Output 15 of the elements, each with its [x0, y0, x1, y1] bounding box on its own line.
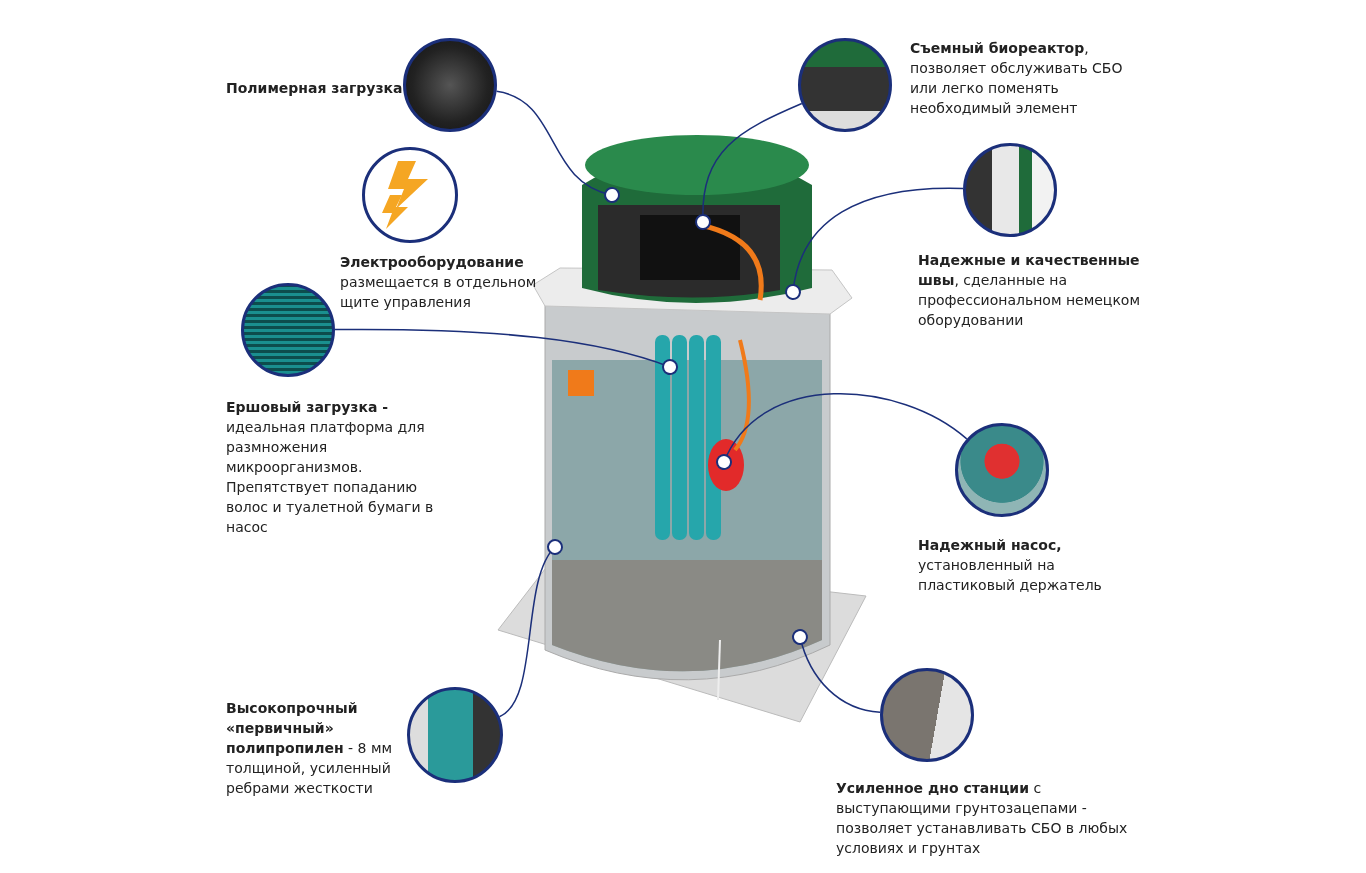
callout-text: Надежный насос, установленный на пластиковый держатель	[918, 536, 1103, 595]
callout-text: Съемный биореактор, позволяет обслуживать СБО или легко поменять необходимый элемент	[910, 39, 1124, 118]
leader-line	[498, 539, 563, 718]
callout-text: Ершовый загрузка - идеальная платформа для размножения микроорганизмов. Препятствует попаданию волос и туалетной бумаги в насос	[226, 398, 435, 537]
callout-text: Усиленное дно станции с выступающими грунтозацепами - позволяет устанавливать СБО в любых условиях и грунтах	[836, 779, 1129, 858]
callout-text: Надежные и качественные швы, сделанные на профессиональном немецком оборудовании	[918, 251, 1141, 330]
leader-line	[334, 328, 678, 375]
leader-line	[695, 102, 803, 230]
callout-text: Полимерная загрузка	[226, 79, 404, 98]
leader-line	[785, 187, 964, 300]
leader-line	[792, 629, 881, 714]
callout-text: Высокопрочный «первичный» полипропилен - 8 мм толщиной, усиленный ребрами жесткости	[226, 699, 393, 798]
leader-line	[495, 90, 620, 203]
leader-line	[716, 393, 968, 470]
callout-text: Электрооборудование размещается в отдельном щите управления	[340, 253, 538, 312]
